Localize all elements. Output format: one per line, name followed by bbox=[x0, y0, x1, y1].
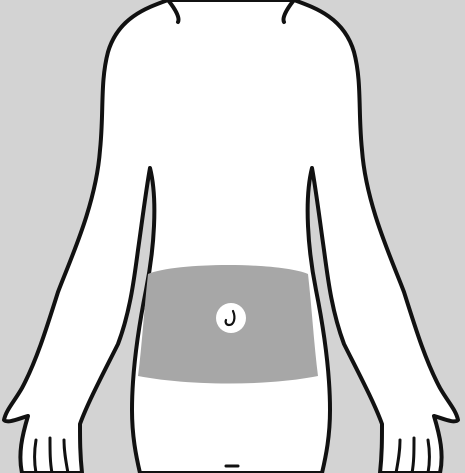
navel-marker bbox=[216, 303, 246, 333]
left-finger-1 bbox=[35, 440, 37, 473]
navel-circle-icon bbox=[216, 303, 246, 333]
right-finger-1 bbox=[428, 440, 430, 473]
